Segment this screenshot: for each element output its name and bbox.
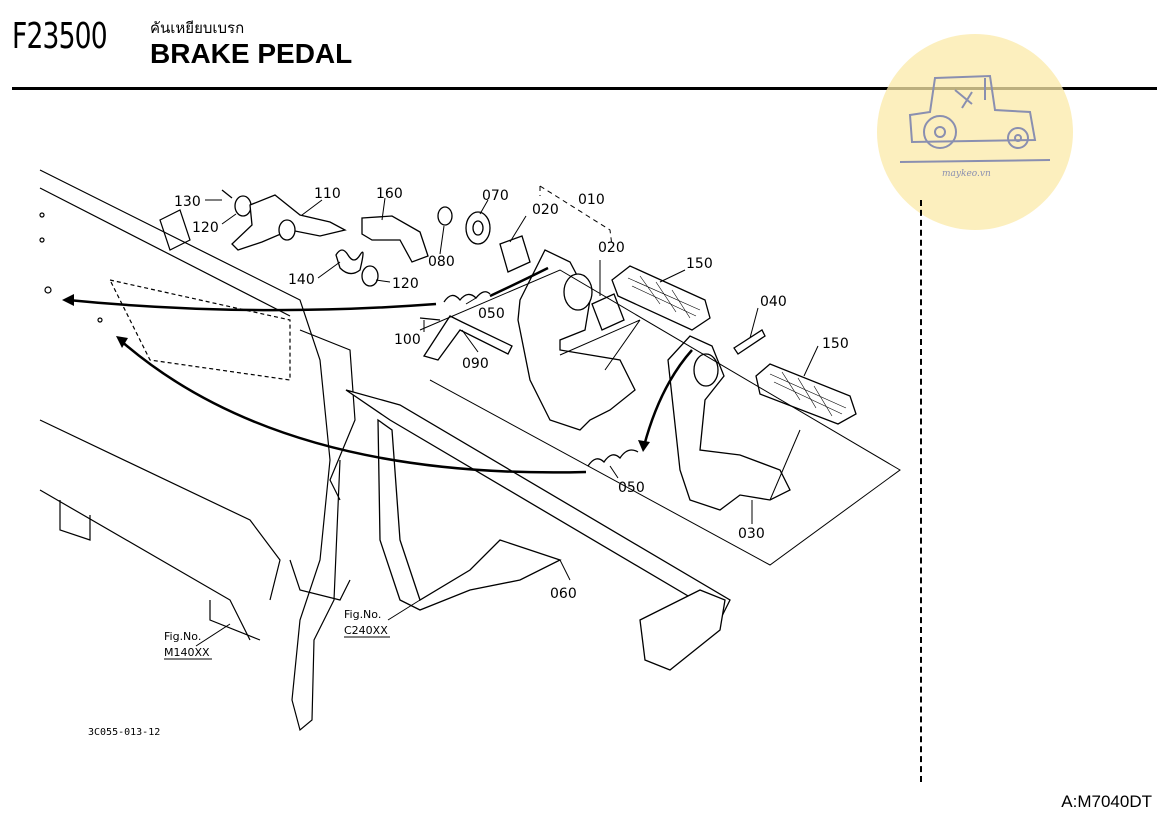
callout-090: 090 [462,356,489,372]
figref-m140-value: M140XX [164,646,210,659]
figref-c240-value: C240XX [344,624,388,637]
page-title: BRAKE PEDAL [150,38,353,69]
callout-labels: 130 120 110 160 080 070 020 010 020 150 … [174,186,849,602]
title-thai: คันเหยียบเบรก [150,19,245,37]
watermark: maykeo.vn [877,34,1073,230]
drawing-code: 3C055-013-12 [88,727,161,738]
callout-030: 030 [738,526,765,542]
figref-m140-label: Fig.No. [164,630,201,643]
callout-020-top: 020 [532,202,559,218]
callout-120-bottom: 120 [392,276,419,292]
watermark-text: maykeo.vn [942,169,991,179]
assembly-outline [419,185,901,566]
pedal-assembly [221,189,857,671]
header-rule [12,87,1157,90]
callout-040: 040 [760,294,787,310]
callout-140: 140 [288,272,315,288]
callout-050-bottom: 050 [618,480,645,496]
connection-arrows [67,266,693,474]
callout-150-left: 150 [686,256,713,272]
callout-120-top: 120 [192,220,219,236]
arrowheads [62,294,650,452]
callout-160: 160 [376,186,403,202]
callout-110: 110 [314,186,341,202]
leader-lines [195,197,819,647]
callout-080: 080 [428,254,455,270]
callout-100: 100 [394,332,421,348]
callout-050-top: 050 [478,306,505,322]
tractor-icon [899,74,1051,163]
callout-020-mid: 020 [598,240,625,256]
callout-150-right: 150 [822,336,849,352]
model-code: A:M7040DT [1061,792,1152,811]
page-divider [920,200,922,782]
callout-070: 070 [482,188,509,204]
callout-060: 060 [550,586,577,602]
page-code: F23500 [12,16,108,57]
figure-references: Fig.No. M140XX Fig.No. C240XX [164,608,390,660]
chassis-frame [39,169,356,732]
callout-130: 130 [174,194,201,210]
callout-010: 010 [578,192,605,208]
figref-c240-label: Fig.No. [344,608,381,621]
